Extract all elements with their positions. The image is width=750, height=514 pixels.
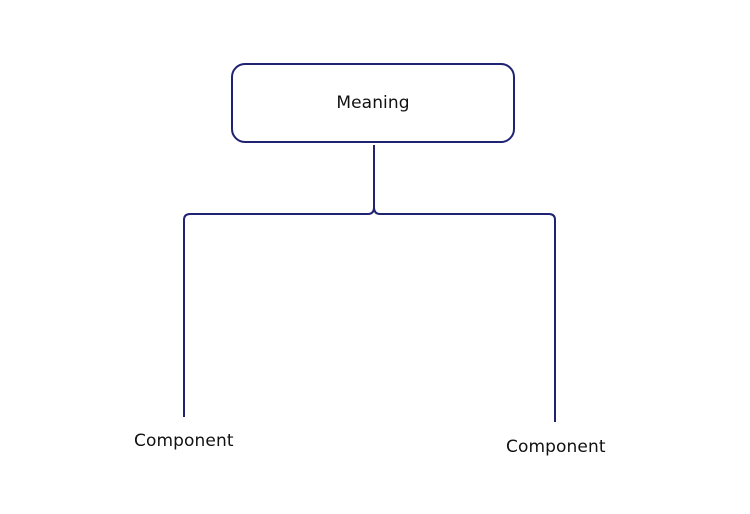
- root-stem-line: [367, 145, 375, 215]
- right-component-label: Component: [506, 437, 606, 457]
- left-component-label: Component: [134, 431, 234, 451]
- root-node-label: Meaning: [336, 93, 410, 113]
- right-branch-line: [373, 206, 556, 422]
- left-branch-line: [183, 213, 368, 417]
- root-node-meaning: Meaning: [231, 63, 515, 143]
